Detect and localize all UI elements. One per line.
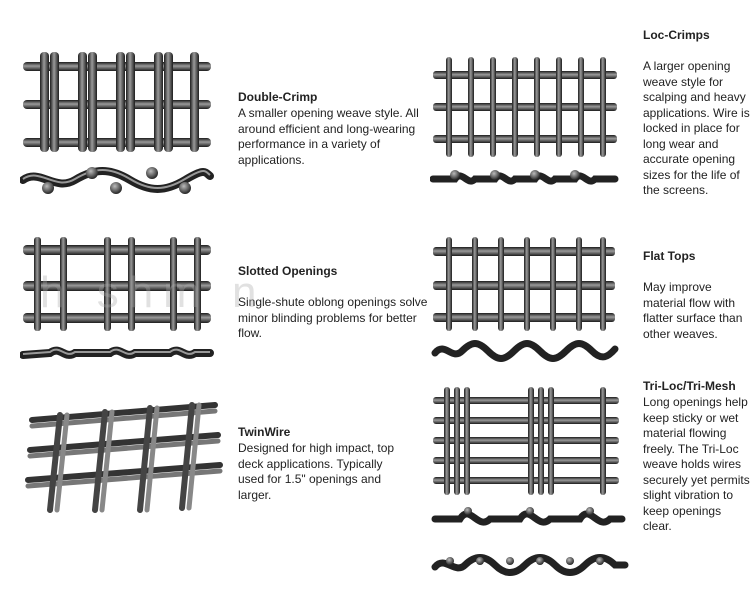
tri-loc-title: Tri-Loc/Tri-Mesh (643, 379, 736, 393)
slotted-openings-text: Slotted Openings Single-shute oblong ope… (238, 264, 428, 342)
loc-crimps-desc: A larger opening weave style for scalpin… (643, 59, 750, 197)
tri-loc-illustration (430, 385, 630, 590)
double-crimp-title: Double-Crimp (238, 90, 318, 104)
slotted-openings-title: Slotted Openings (238, 264, 338, 278)
flat-tops-illustration (430, 235, 620, 370)
twinwire-illustration (20, 400, 230, 525)
watermark: h shm n (40, 268, 267, 317)
flat-tops-title: Flat Tops (643, 249, 696, 263)
tri-loc-text: Tri-Loc/Tri-Mesh Long openings help keep… (643, 379, 751, 535)
tri-loc-desc: Long openings help keep sticky or wet ma… (643, 395, 750, 533)
loc-crimps-title: Loc-Crimps (643, 28, 710, 42)
twinwire-desc: Designed for high impact, top deck appli… (238, 441, 395, 502)
double-crimp-text: Double-Crimp A smaller opening weave sty… (238, 90, 428, 168)
double-crimp-desc: A smaller opening weave style. All aroun… (238, 106, 419, 167)
loc-crimps-text: Loc-Crimps A larger opening weave style … (643, 28, 751, 199)
twinwire-text: TwinWire Designed for high impact, top d… (238, 425, 398, 503)
slotted-openings-illustration (19, 235, 215, 375)
slotted-openings-desc: Single-shute oblong openings solve minor… (238, 295, 428, 340)
flat-tops-text: Flat Tops May improve material flow with… (643, 249, 751, 342)
flat-tops-desc: May improve material flow with flatter s… (643, 280, 743, 341)
double-crimp-illustration (19, 50, 215, 205)
twinwire-title: TwinWire (238, 425, 291, 439)
loc-crimps-illustration (429, 55, 620, 200)
